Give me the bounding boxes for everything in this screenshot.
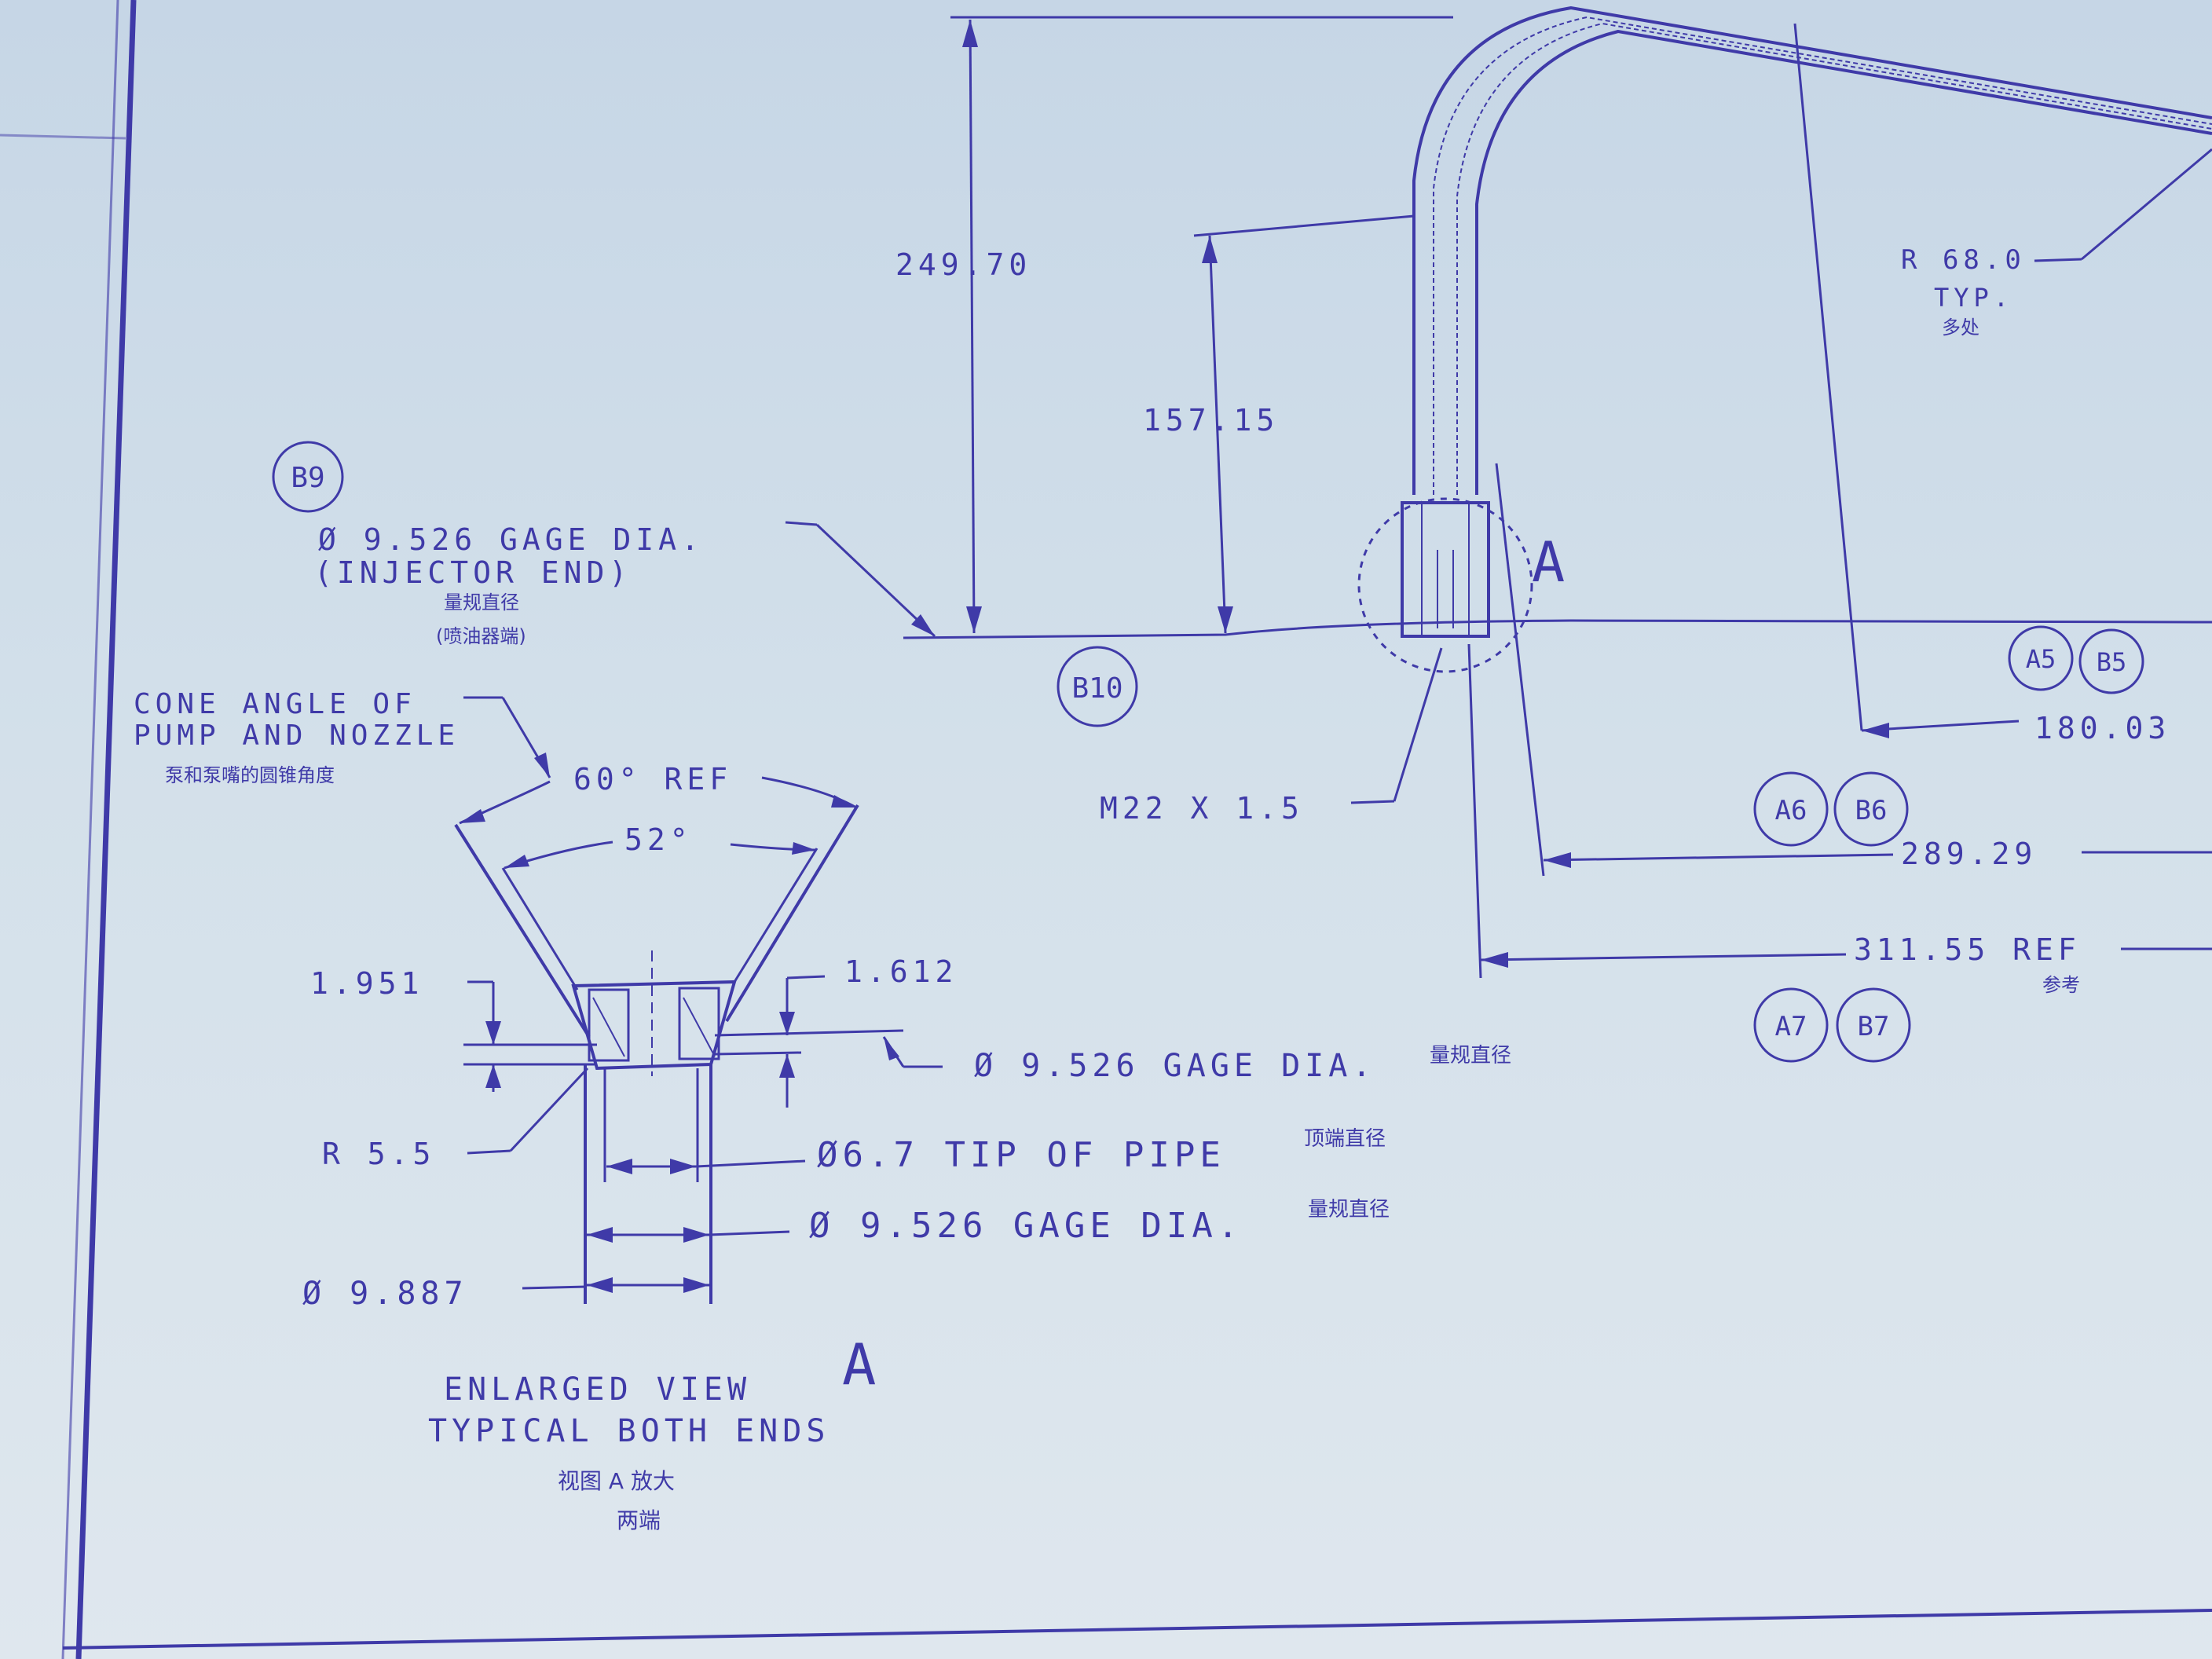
dim-311-55-label: 311.55 REF	[1854, 932, 2081, 967]
balloon-b9: B9	[272, 441, 344, 513]
injector-callout: Ø 9.526 GAGE DIA. (INJECTOR END) 量规直径 (喷…	[314, 521, 936, 647]
view-title-line2: TYPICAL BOTH ENDS	[428, 1413, 830, 1449]
radius-typ-label: TYP.	[1934, 283, 2013, 313]
dim-289-29-label: 289.29	[1901, 837, 2037, 871]
dim-157-15-label: 157.15	[1143, 403, 1279, 438]
view-title-cn1: 视图 A 放大	[558, 1468, 675, 1494]
dim-180-03: 180.03	[1793, 23, 2170, 745]
balloon-a6: A6	[1753, 771, 1829, 847]
gage-dia-bottom-label: Ø 9.526 GAGE DIA.	[809, 1206, 1243, 1246]
dim-157-15: 157.15	[1143, 214, 1415, 634]
enlarged-view-geometry	[454, 776, 943, 1304]
pipe-body	[1357, 5, 2212, 673]
tip-of-pipe-cn: 顶端直径	[1304, 1127, 1386, 1151]
dim-left-label: 1.951	[310, 966, 423, 1001]
balloon-b10: B10	[1057, 646, 1138, 727]
balloon-b6-label: B6	[1855, 795, 1888, 826]
view-title-cn2: 两端	[617, 1507, 661, 1533]
angle-inner-label: 52°	[624, 822, 693, 857]
outer-dia-label: Ø 9.887	[302, 1276, 468, 1312]
thread-label: M22 X 1.5	[1100, 791, 1304, 826]
cone-note-line2: PUMP AND NOZZLE	[134, 720, 460, 752]
balloon-a5: A5	[2008, 625, 2074, 691]
injector-cn1: 量规直径	[444, 591, 519, 613]
view-title-line1: ENLARGED VIEW	[444, 1372, 751, 1408]
dim-right-label: 1.612	[844, 954, 958, 989]
thread-callout: M22 X 1.5	[1100, 647, 1443, 826]
dim-249-70: 249.70	[895, 16, 1453, 634]
radius-note: R 68.0 TYP. 多处	[1901, 148, 2212, 339]
dim-311-55-cn-label: 参考	[2042, 974, 2080, 996]
injector-cn2: (喷油器端)	[436, 625, 526, 647]
balloon-a6-label: A6	[1775, 795, 1807, 826]
view-letter-a: A	[1532, 530, 1569, 595]
balloon-a7: A7	[1753, 987, 1829, 1063]
dim-289-29: 289.29	[1495, 463, 2212, 877]
balloon-b7-label: B7	[1858, 1011, 1890, 1042]
balloon-b10-label: B10	[1071, 672, 1122, 705]
enlarged-view-labels: 60° REF 52° 1.951 1.612 Ø 9.526 GAGE DIA…	[302, 762, 1511, 1533]
injector-line2: (INJECTOR END)	[314, 555, 632, 590]
base-line	[903, 619, 2212, 639]
injector-line1: Ø 9.526 GAGE DIA.	[318, 522, 704, 557]
balloon-b5: B5	[2078, 628, 2144, 694]
gage-dia-bottom-cn: 量规直径	[1308, 1198, 1390, 1221]
angle-ref-label: 60° REF	[573, 762, 732, 797]
cone-angle-note: CONE ANGLE OF PUMP AND NOZZLE 泵和泵嘴的圆锥角度	[134, 688, 551, 786]
dim-311-55: 311.55 REF 参考	[1467, 643, 2212, 996]
radius-typ-cn-label: 多处	[1942, 317, 1979, 339]
balloon-b6: B6	[1833, 771, 1909, 847]
gage-dia-top-cn: 量规直径	[1430, 1044, 1511, 1068]
view-title-letter: A	[842, 1331, 881, 1397]
cone-note-line1: CONE ANGLE OF	[134, 688, 416, 720]
dim-249-70-label: 249.70	[895, 247, 1031, 282]
radius-5-5-label: R 5.5	[322, 1137, 435, 1171]
gage-dia-top-label: Ø 9.526 GAGE DIA.	[974, 1048, 1375, 1084]
cone-note-cn: 泵和泵嘴的圆锥角度	[165, 764, 335, 786]
dim-180-03-label: 180.03	[2034, 711, 2170, 745]
balloon-b5-label: B5	[2097, 647, 2127, 677]
balloon-a5-label: A5	[2026, 644, 2056, 674]
radius-label: R 68.0	[1901, 244, 2026, 276]
balloon-a7-label: A7	[1775, 1011, 1807, 1042]
tip-of-pipe-label: Ø6.7 TIP OF PIPE	[817, 1135, 1225, 1175]
balloon-b7: B7	[1836, 987, 1911, 1063]
balloon-b9-label: B9	[291, 462, 324, 494]
